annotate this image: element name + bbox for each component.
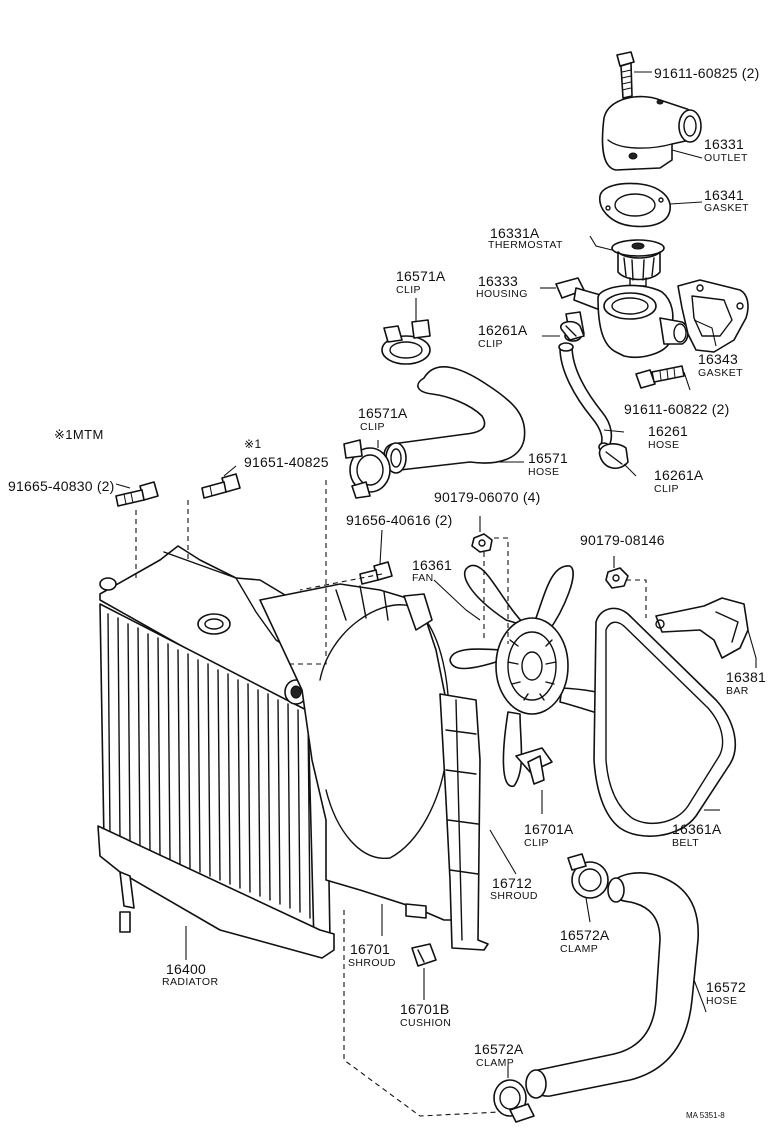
hose-upper-name: HOSE bbox=[528, 466, 560, 478]
bolt-mark1-number: 91651-40825 bbox=[244, 454, 329, 470]
fan-shroud-drawing bbox=[259, 583, 471, 921]
bolt-left-number: 91665-40830 (2) bbox=[8, 478, 115, 494]
bar-nut-drawing bbox=[605, 567, 629, 589]
shroud-lower-number: 16712 bbox=[492, 875, 532, 891]
thermostat-name: THERMOSTAT bbox=[488, 239, 563, 251]
clamp-lower2-name: CLAMP bbox=[476, 1057, 515, 1069]
fan-nut-drawing bbox=[471, 533, 493, 553]
housing-number: 16333 bbox=[478, 273, 518, 289]
housing-gasket-drawing bbox=[677, 279, 749, 353]
left-bolt-drawing bbox=[115, 481, 159, 507]
belt-name: BELT bbox=[672, 837, 700, 849]
bolt-outlet-number: 91611-60825 (2) bbox=[654, 65, 760, 81]
clip-small2-number: 16261A bbox=[654, 467, 704, 483]
small-clip-top-drawing bbox=[560, 320, 585, 341]
footer-code: MA 5351-8 bbox=[686, 1111, 725, 1120]
clip-upper-number: 16571A bbox=[396, 268, 446, 284]
clip-small-number: 16261A bbox=[478, 322, 528, 338]
outlet-bolt-drawing bbox=[616, 51, 635, 99]
clip-small2-name: CLIP bbox=[654, 483, 679, 495]
upper-hose-clip-bottom-drawing bbox=[343, 439, 391, 499]
bypass-hose-drawing bbox=[558, 342, 613, 452]
drive-belt-drawing bbox=[593, 607, 737, 837]
water-outlet-drawing bbox=[601, 95, 702, 171]
thermostat-number: 16331A bbox=[490, 225, 540, 241]
shroud-lower-name: SHROUD bbox=[490, 890, 538, 902]
bar-name: BAR bbox=[726, 685, 749, 697]
nut-fan-number: 90179-06070 (4) bbox=[434, 489, 541, 505]
cooling-fan-drawing bbox=[449, 564, 639, 787]
lower-hose-clamp-top-drawing bbox=[567, 853, 609, 899]
hose-small-number: 16261 bbox=[648, 423, 688, 439]
cushion-name: CUSHION bbox=[400, 1017, 452, 1029]
note-1mtm: ※1MTM bbox=[54, 427, 104, 442]
clip-upper-name: CLIP bbox=[396, 284, 421, 296]
nut-bar-number: 90179-08146 bbox=[580, 532, 665, 548]
hose-small-name: HOSE bbox=[648, 439, 680, 451]
fan-name: FAN bbox=[412, 572, 434, 584]
dashed-reference-lines bbox=[135, 480, 647, 1117]
hose-lower-name: HOSE bbox=[706, 995, 738, 1007]
radiator-name: RADIATOR bbox=[162, 976, 219, 988]
small-clip-bottom-drawing bbox=[598, 443, 629, 469]
clamp-lower-number: 16572A bbox=[560, 927, 610, 943]
mark1-bolt-drawing bbox=[201, 473, 241, 499]
gasket-housing-number: 16343 bbox=[698, 351, 738, 367]
housing-bolt-drawing bbox=[635, 365, 685, 389]
outlet-number: 16331 bbox=[704, 136, 744, 152]
upper-hose-clip-top-drawing bbox=[381, 319, 431, 365]
gasket-housing-name: GASKET bbox=[698, 367, 743, 379]
cushion-drawing bbox=[411, 943, 437, 967]
hose-upper-number: 16571 bbox=[528, 450, 568, 466]
bar-number: 16381 bbox=[726, 669, 766, 685]
belt-number: 16361A bbox=[672, 821, 722, 837]
thermostat-housing-drawing bbox=[555, 277, 689, 358]
clip-small-name: CLIP bbox=[478, 338, 503, 350]
bolt-housing-number: 91611-60822 (2) bbox=[624, 401, 730, 417]
lower-shroud-drawing bbox=[439, 693, 489, 951]
radiator-number: 16400 bbox=[166, 961, 206, 977]
fan-number: 16361 bbox=[412, 557, 452, 573]
gasket-outlet-name: GASKET bbox=[704, 202, 749, 214]
housing-name: HOUSING bbox=[476, 288, 528, 300]
gasket-outlet-number: 16341 bbox=[704, 187, 744, 203]
shroud-number: 16701 bbox=[350, 941, 390, 957]
thermostat-drawing bbox=[611, 239, 665, 287]
adjusting-bar-drawing bbox=[655, 597, 749, 659]
shroud-name: SHROUD bbox=[348, 957, 396, 969]
lower-hose-clamp-bottom-drawing bbox=[493, 1079, 535, 1123]
shroud-clip-drawing bbox=[515, 747, 553, 785]
hose-lower-number: 16572 bbox=[706, 979, 746, 995]
clamp-lower2-number: 16572A bbox=[474, 1041, 524, 1057]
radiator-drawing bbox=[97, 545, 335, 959]
outlet-name: OUTLET bbox=[704, 152, 748, 164]
outlet-gasket-drawing bbox=[599, 182, 671, 228]
clamp-lower-name: CLAMP bbox=[560, 943, 599, 955]
clip-upper2-name: CLIP bbox=[360, 421, 385, 433]
note-mark1: ※1 bbox=[244, 437, 262, 451]
lower-radiator-hose-drawing bbox=[525, 872, 699, 1099]
shroud-bolt-drawing bbox=[359, 561, 393, 585]
clip-shroud-name: CLIP bbox=[524, 837, 549, 849]
clip-upper2-number: 16571A bbox=[358, 405, 408, 421]
clip-shroud-number: 16701A bbox=[524, 821, 574, 837]
bolt-shroud-number: 91656-40616 (2) bbox=[346, 512, 453, 528]
cushion-number: 16701B bbox=[400, 1001, 450, 1017]
leader-lines bbox=[115, 71, 757, 1078]
